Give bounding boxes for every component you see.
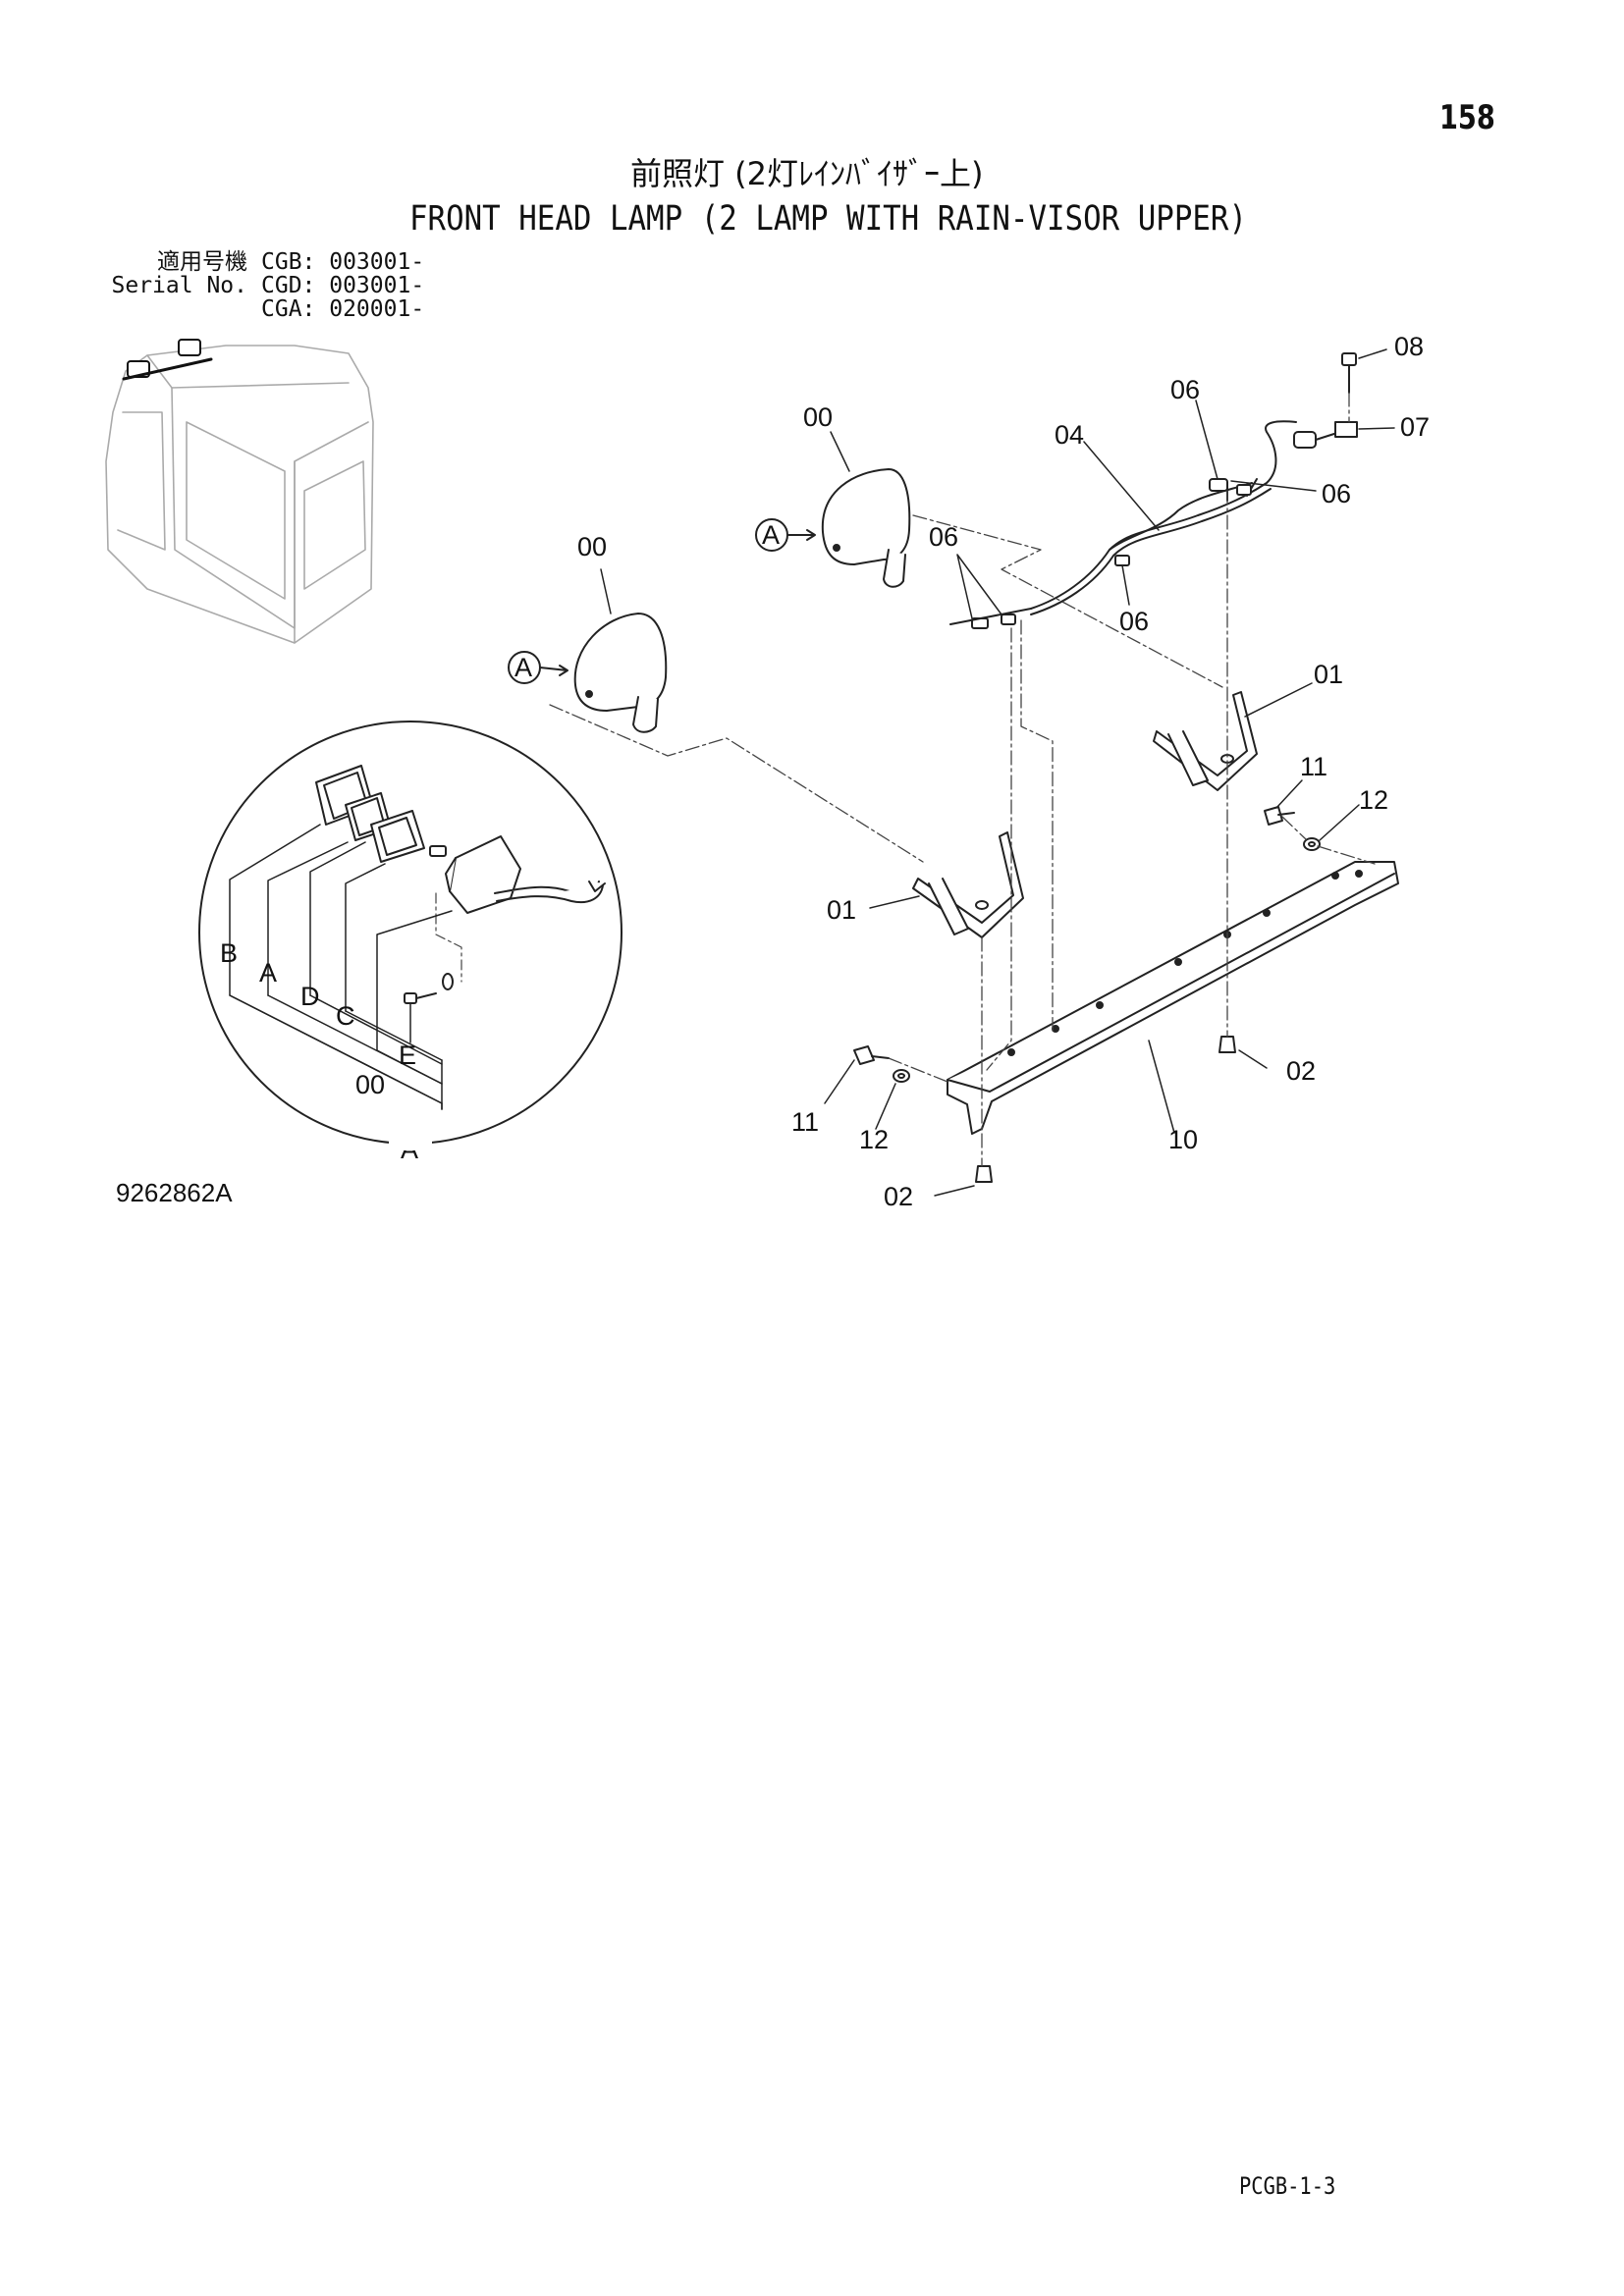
detail-view-a bbox=[198, 721, 623, 1145]
harness-clamps bbox=[949, 478, 1252, 629]
callout-07: 07 bbox=[1400, 412, 1430, 442]
detail-label-e: E bbox=[399, 1041, 416, 1070]
bolt-11-right bbox=[1264, 806, 1295, 826]
callout-06-right: 06 bbox=[1322, 479, 1351, 508]
serial-label-jp: 適用号機 bbox=[157, 249, 247, 275]
screw-08 bbox=[1341, 352, 1357, 394]
callout-00-right: 00 bbox=[803, 402, 833, 432]
clip-07 bbox=[1334, 421, 1358, 438]
bolt-02-right bbox=[1218, 1036, 1236, 1053]
callout-12-right: 12 bbox=[1359, 785, 1388, 815]
bracket-01-right bbox=[1153, 691, 1258, 791]
bolt-11-left bbox=[853, 1045, 890, 1065]
callout-01-right: 01 bbox=[1314, 660, 1343, 689]
marker-a-right: A bbox=[762, 520, 780, 550]
title-english: FRONT HEAD LAMP (2 LAMP WITH RAIN-VISOR … bbox=[409, 199, 1247, 239]
callout-01-left: 01 bbox=[827, 895, 856, 925]
serial-value-cgd: CGD: 003001- bbox=[261, 273, 425, 298]
detail-label-c: C bbox=[336, 1001, 355, 1031]
detail-label-a: A bbox=[259, 958, 277, 988]
detail-center-lines bbox=[435, 892, 462, 983]
serial-value-cga: CGA: 020001- bbox=[261, 296, 425, 322]
page-number: 158 bbox=[1439, 98, 1495, 137]
bracket-01-left bbox=[912, 831, 1024, 938]
callout-11-right: 11 bbox=[1300, 752, 1327, 781]
washer-12-left bbox=[893, 1069, 910, 1083]
callout-12-left: 12 bbox=[859, 1125, 889, 1154]
lamp-screw-e bbox=[404, 973, 454, 1004]
leader-lines bbox=[600, 348, 1395, 1197]
page-code: PCGB-1-3 bbox=[1239, 2172, 1336, 2200]
detail-label-gap bbox=[389, 1137, 432, 1150]
detail-leaders bbox=[229, 824, 453, 1110]
serial-value-cgb: CGB: 003001- bbox=[261, 249, 425, 275]
callout-06-left: 06 bbox=[929, 522, 958, 552]
cab-thumbnail bbox=[105, 345, 374, 644]
callout-08: 08 bbox=[1394, 332, 1424, 361]
lamp-body bbox=[429, 835, 606, 914]
callout-04: 04 bbox=[1055, 420, 1084, 450]
callout-02-right: 02 bbox=[1286, 1056, 1316, 1086]
detail-label-00: 00 bbox=[355, 1070, 385, 1099]
figure-id: 9262862A bbox=[116, 1178, 233, 1207]
serial-values: CGB: 003001- CGD: 003001- CGA: 020001- bbox=[261, 250, 424, 321]
marker-a-left: A bbox=[514, 653, 532, 682]
callout-circle-a-right bbox=[755, 518, 816, 552]
callout-11-left: 11 bbox=[791, 1107, 819, 1137]
cab-thumbnail-lamps bbox=[122, 339, 213, 381]
serial-label-en: Serial No. bbox=[111, 273, 247, 298]
detail-label-d: D bbox=[300, 982, 320, 1011]
washer-12-right bbox=[1303, 837, 1321, 851]
callout-06-top: 06 bbox=[1170, 375, 1200, 404]
callout-00-left: 00 bbox=[577, 532, 607, 561]
assembly-center-lines bbox=[549, 392, 1376, 1167]
detail-label-b: B bbox=[220, 938, 238, 968]
head-lamp-left bbox=[573, 613, 668, 733]
callout-06-bottom: 06 bbox=[1119, 607, 1149, 636]
callout-circle-a-left bbox=[508, 651, 568, 684]
callout-02-bottom: 02 bbox=[884, 1182, 913, 1211]
lamp-rims bbox=[315, 765, 425, 863]
title-japanese: 前照灯 (2灯ﾚｲﾝﾊﾞｲｻﾞｰ上) bbox=[630, 155, 984, 192]
head-lamp-right bbox=[821, 461, 911, 588]
serial-labels: 適用号機 Serial No. bbox=[110, 250, 247, 297]
bolt-02-bottom bbox=[975, 1165, 993, 1183]
callout-10: 10 bbox=[1168, 1125, 1198, 1154]
wiring-harness bbox=[1030, 420, 1341, 615]
